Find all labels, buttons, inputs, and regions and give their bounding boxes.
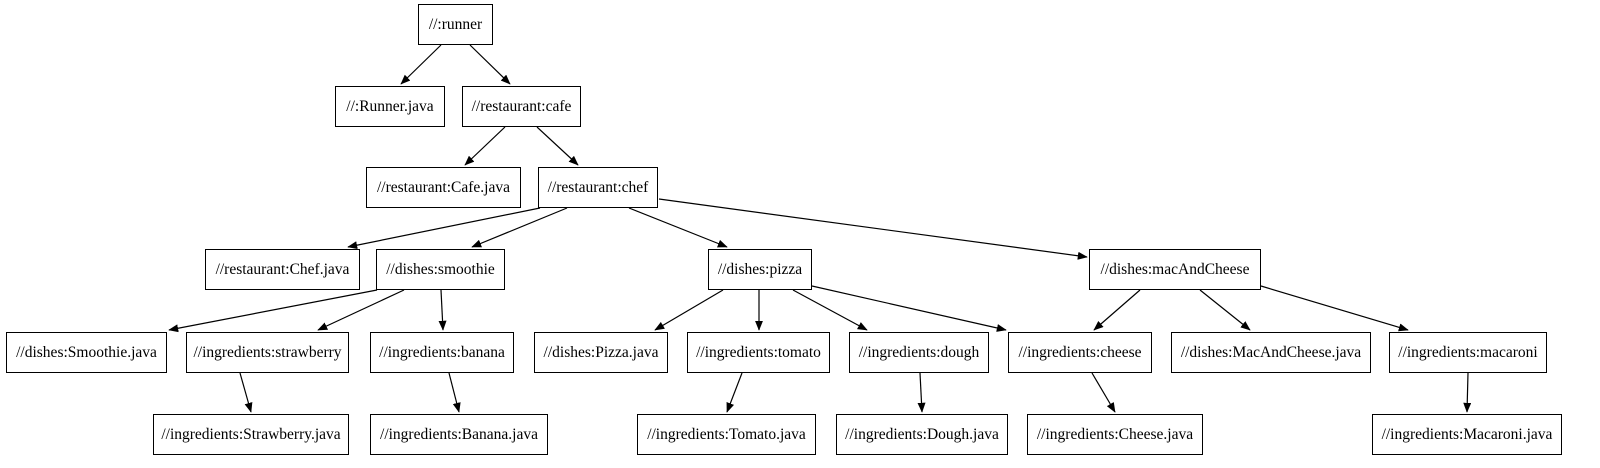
graph-node-label: //ingredients:strawberry (193, 343, 342, 361)
graph-node-dishes_pizza[interactable]: //dishes:pizza (708, 249, 812, 290)
graph-node-label: //ingredients:Cheese.java (1036, 425, 1194, 443)
graph-node-smoothie_java[interactable]: //dishes:Smoothie.java (6, 332, 167, 373)
graph-node-label: //ingredients:macaroni (1398, 343, 1538, 361)
graph-edge-dishes_pizza-to-pizza_java (654, 289, 724, 331)
graph-edge-restaurant_chef-to-chef_java (347, 207, 541, 250)
graph-edge-restaurant_chef-to-dishes_smoothie (471, 207, 568, 248)
graph-edge-restaurant_cafe-to-restaurant_chef (536, 126, 579, 166)
graph-node-label: //dishes:Smoothie.java (16, 343, 157, 361)
graph-edge-dishes_smoothie-to-ing_strawberry (317, 289, 405, 331)
graph-node-label: //ingredients:banana (379, 343, 505, 361)
graph-edge-runner-to-runner_java (400, 44, 442, 85)
graph-node-ing_macaroni[interactable]: //ingredients:macaroni (1389, 332, 1547, 373)
graph-node-pizza_java[interactable]: //dishes:Pizza.java (534, 332, 668, 373)
graph-node-banana_java[interactable]: //ingredients:Banana.java (370, 414, 548, 455)
graph-node-chef_java[interactable]: //restaurant:Chef.java (205, 249, 360, 290)
graph-node-macaroni_java[interactable]: //ingredients:Macaroni.java (1372, 414, 1562, 455)
graph-node-label: //ingredients:dough (858, 343, 980, 361)
graph-edge-restaurant_cafe-to-cafe_java (464, 126, 506, 166)
graph-edge-ing_macaroni-to-macaroni_java (1463, 372, 1472, 413)
graph-node-restaurant_cafe[interactable]: //restaurant:cafe (462, 86, 581, 127)
graph-edge-dishes_macandcheese-to-ing_cheese (1093, 289, 1141, 331)
graph-node-label: //dishes:smoothie (386, 260, 495, 278)
graph-node-ing_strawberry[interactable]: //ingredients:strawberry (186, 332, 349, 373)
graph-node-label: //restaurant:chef (547, 178, 649, 196)
graph-edge-dishes_macandcheese-to-macandcheese_java (1199, 289, 1251, 331)
graph-node-label: //:Runner.java (346, 97, 434, 115)
graph-edge-dishes_macandcheese-to-ing_macaroni (1260, 285, 1409, 332)
graph-edge-ing_strawberry-to-strawberry_java (239, 372, 253, 413)
graph-node-macandcheese_java[interactable]: //dishes:MacAndCheese.java (1171, 332, 1371, 373)
graph-node-label: //restaurant:Chef.java (215, 260, 350, 278)
graph-node-dishes_macandcheese[interactable]: //dishes:macAndCheese (1089, 249, 1261, 290)
graph-node-label: //ingredients:Banana.java (380, 425, 538, 443)
graph-node-label: //ingredients:tomato (696, 343, 821, 361)
graph-node-label: //:runner (428, 15, 483, 33)
graph-node-label: //ingredients:Macaroni.java (1381, 425, 1553, 443)
graph-node-ing_banana[interactable]: //ingredients:banana (370, 332, 514, 373)
graph-node-label: //restaurant:cafe (471, 97, 572, 115)
graph-node-strawberry_java[interactable]: //ingredients:Strawberry.java (153, 414, 349, 455)
graph-node-cheese_java[interactable]: //ingredients:Cheese.java (1027, 414, 1203, 455)
graph-edge-dishes_pizza-to-ing_dough (792, 289, 868, 331)
graph-edge-ing_banana-to-banana_java (448, 372, 461, 413)
graph-edge-dishes_pizza-to-ing_cheese (811, 285, 1007, 332)
graph-node-label: //ingredients:Dough.java (845, 425, 999, 443)
graph-node-ing_dough[interactable]: //ingredients:dough (849, 332, 989, 373)
graph-node-runner[interactable]: //:runner (418, 4, 493, 45)
graph-node-restaurant_chef[interactable]: //restaurant:chef (538, 167, 658, 208)
graph-node-label: //ingredients:cheese (1018, 343, 1142, 361)
graph-edge-runner-to-restaurant_cafe (469, 44, 511, 85)
graph-edge-ing_dough-to-dough_java (917, 372, 926, 413)
graph-node-label: //ingredients:Strawberry.java (161, 425, 341, 443)
graph-edge-dishes_smoothie-to-smoothie_java (168, 289, 378, 333)
graph-node-dough_java[interactable]: //ingredients:Dough.java (836, 414, 1008, 455)
graph-node-label: //ingredients:Tomato.java (647, 425, 806, 443)
graph-node-label: //dishes:macAndCheese (1100, 260, 1250, 278)
graph-node-label: //restaurant:Cafe.java (377, 178, 510, 196)
graph-edge-ing_tomato-to-tomato_java (726, 372, 743, 413)
graph-node-cafe_java[interactable]: //restaurant:Cafe.java (366, 167, 521, 208)
graph-node-label: //dishes:Pizza.java (543, 343, 659, 361)
graph-edge-dishes_smoothie-to-ing_banana (438, 289, 447, 331)
graph-node-ing_tomato[interactable]: //ingredients:tomato (687, 332, 830, 373)
graph-node-label: //dishes:MacAndCheese.java (1180, 343, 1362, 361)
graph-node-ing_cheese[interactable]: //ingredients:cheese (1008, 332, 1152, 373)
graph-edge-restaurant_chef-to-dishes_pizza (628, 207, 728, 248)
graph-node-dishes_smoothie[interactable]: //dishes:smoothie (376, 249, 505, 290)
graph-node-label: //dishes:pizza (717, 260, 803, 278)
graph-node-tomato_java[interactable]: //ingredients:Tomato.java (637, 414, 816, 455)
graph-edge-ing_cheese-to-cheese_java (1091, 372, 1116, 413)
graph-node-runner_java[interactable]: //:Runner.java (335, 86, 445, 127)
